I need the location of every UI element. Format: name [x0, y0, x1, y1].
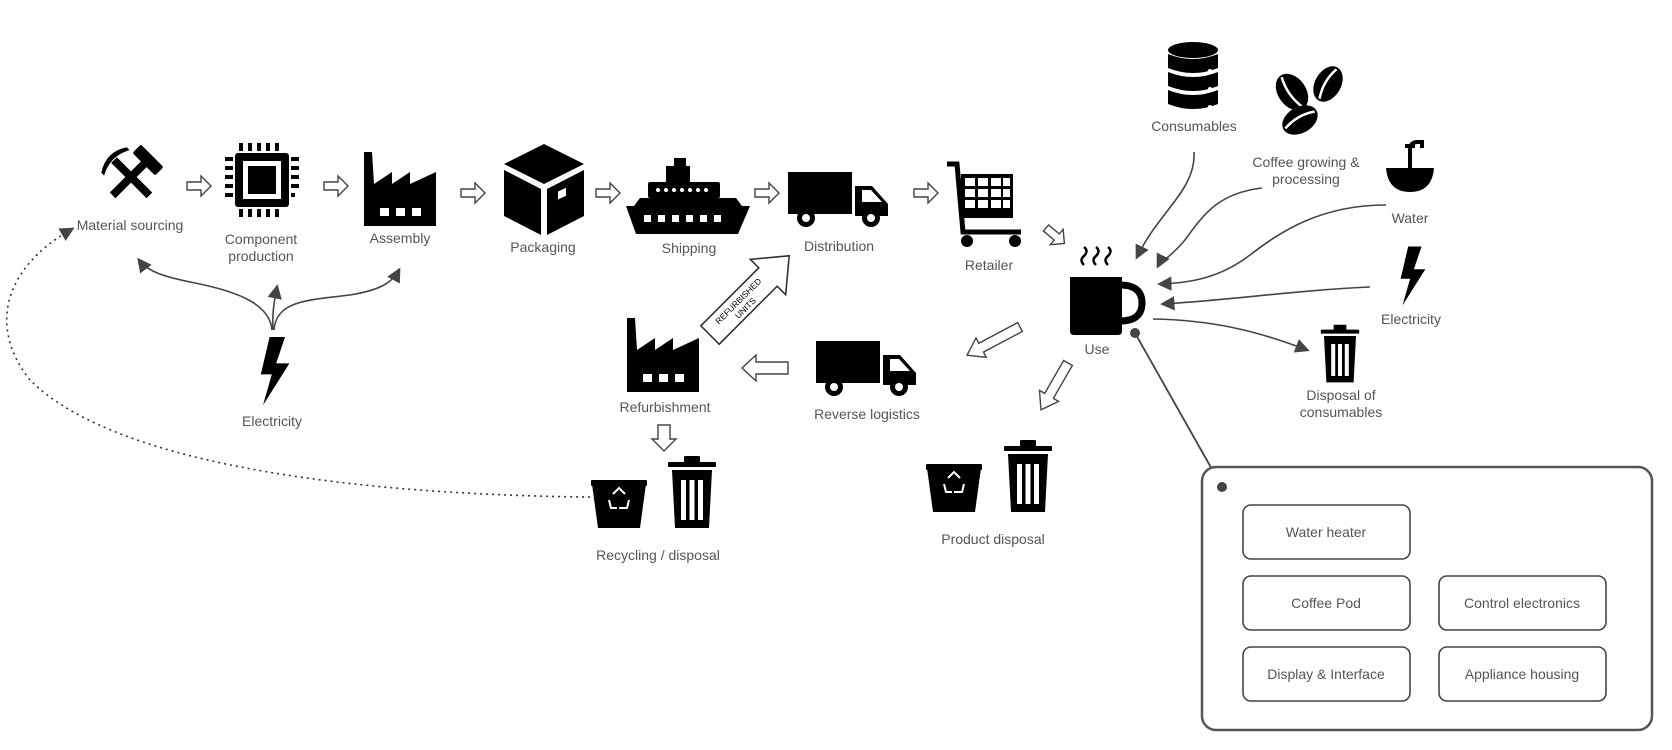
- electricity-to-material-arrow: [137, 257, 273, 331]
- lightning-icon: [260, 337, 290, 406]
- electricity-to-assembly-arrow: [273, 267, 401, 331]
- assembly-label: Assembly: [370, 230, 431, 246]
- recycle-bin-icon: [926, 464, 982, 512]
- hammer-pick-icon: [101, 145, 163, 199]
- flow-arrow: [650, 424, 678, 452]
- water-label: Water: [1392, 210, 1429, 226]
- coffee-pod-label: Coffee Pod: [1291, 595, 1361, 611]
- water-heater-label: Water heater: [1286, 524, 1367, 540]
- cart-icon: [947, 161, 1021, 247]
- flow-arrow: [460, 182, 486, 204]
- use-to-disposal-arrow: [1152, 318, 1310, 353]
- water-heater-box: Water heater: [1242, 504, 1411, 560]
- flow-arrow: [595, 182, 621, 204]
- factory-icon: [627, 318, 699, 392]
- component-production-label-2: production: [228, 248, 293, 264]
- lightning-icon: [1400, 246, 1426, 306]
- sink-icon: [1386, 140, 1434, 192]
- database-icon: [1168, 42, 1218, 109]
- material-sourcing-label: Material sourcing: [77, 217, 184, 233]
- flow-arrow: [740, 353, 789, 383]
- connector-dot: [1217, 482, 1227, 492]
- flow-arrow: [1038, 219, 1072, 252]
- coffee-growing-label-2: processing: [1272, 171, 1340, 187]
- coffee-to-use-arrow: [1156, 187, 1263, 269]
- recycling-disposal-label: Recycling / disposal: [596, 547, 720, 563]
- coffee-pod-box: Coffee Pod: [1242, 575, 1411, 631]
- trash-icon: [668, 456, 716, 528]
- shipping-label: Shipping: [662, 240, 717, 256]
- display-interface-box: Display & Interface: [1242, 646, 1411, 702]
- flow-arrow: [913, 182, 939, 204]
- box-icon: [504, 144, 584, 235]
- appliance-housing-box: Appliance housing: [1438, 646, 1607, 702]
- use-label: Use: [1085, 341, 1110, 357]
- trash-icon: [1004, 440, 1052, 512]
- component-production-label: Component: [225, 231, 297, 247]
- disposal-consumables-label: Disposal of: [1306, 387, 1375, 403]
- recycling-loop-arrow: [5, 227, 591, 498]
- chip-icon: [225, 143, 299, 217]
- recycle-bin-icon: [591, 480, 647, 528]
- truck-icon: [788, 172, 888, 227]
- water-to-use-arrow: [1157, 204, 1387, 291]
- use-to-components-connector: [1134, 332, 1223, 488]
- refurbishment-label: Refurbishment: [619, 399, 710, 415]
- connector-dot: [1130, 328, 1140, 338]
- product-disposal-label: Product disposal: [941, 531, 1045, 547]
- disposal-consumables-label-2: consumables: [1300, 404, 1383, 420]
- trash-icon: [1320, 324, 1360, 383]
- ship-icon: [626, 158, 750, 234]
- coffee-cup-icon: [1070, 246, 1146, 335]
- coffee-growing-label: Coffee growing &: [1252, 154, 1360, 170]
- flow-arrow: [965, 321, 1024, 359]
- consumables-label: Consumables: [1151, 118, 1237, 134]
- flow-arrow: [754, 182, 780, 204]
- control-electronics-label: Control electronics: [1464, 595, 1580, 611]
- truck-icon: [816, 341, 916, 396]
- display-interface-label: Display & Interface: [1267, 666, 1385, 682]
- consumables-to-use-arrow: [1135, 151, 1195, 260]
- electricity-left-label: Electricity: [242, 413, 302, 429]
- flow-arrow: [323, 175, 349, 197]
- appliance-housing-label: Appliance housing: [1465, 666, 1579, 682]
- factory-icon: [364, 152, 436, 226]
- reverse-logistics-label: Reverse logistics: [814, 406, 920, 422]
- flow-arrow: [186, 175, 212, 197]
- retailer-label: Retailer: [965, 257, 1014, 273]
- distribution-label: Distribution: [804, 238, 874, 254]
- electricity-to-component-arrow: [267, 284, 282, 331]
- flow-arrow: [1038, 359, 1074, 411]
- control-electronics-box: Control electronics: [1438, 575, 1607, 631]
- components-panel: Water heater Coffee Pod Control electron…: [1200, 465, 1654, 732]
- electricity-right-label: Electricity: [1381, 311, 1441, 327]
- electricity-to-use-arrow: [1160, 286, 1371, 311]
- coffee-beans-icon: [1275, 66, 1343, 135]
- packaging-label: Packaging: [510, 239, 575, 255]
